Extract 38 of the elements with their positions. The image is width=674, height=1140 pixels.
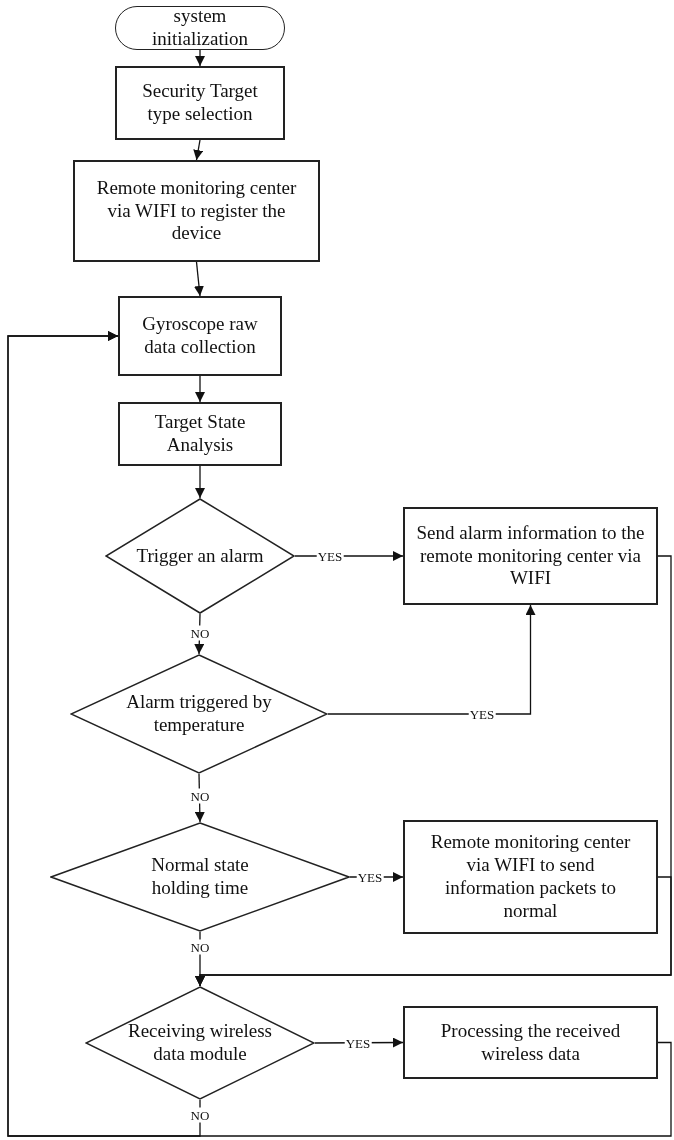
terminal-shape	[115, 6, 285, 50]
node-label: Normal state holding time	[150, 854, 250, 900]
edge-label: NO	[189, 1107, 211, 1123]
process-box	[118, 402, 282, 466]
arrow	[195, 465, 205, 499]
node-label: Send alarm information to the remote monitoring center via WIFI	[416, 521, 645, 591]
arrow	[195, 876, 672, 987]
node-label: Trigger an alarm	[135, 544, 265, 568]
node-label: Security Target type selection	[141, 80, 259, 126]
node-label: Target State Analysis	[153, 411, 247, 457]
node-label: Remote monitoring center via WIFI to send information packets to normal	[429, 831, 632, 923]
decision-diamond	[50, 822, 350, 932]
arrow	[7, 331, 672, 1137]
process-box	[118, 296, 282, 376]
node-label: Remote monitoring center via WIFI to register the device	[96, 176, 297, 246]
arrow	[194, 773, 205, 823]
arrow	[195, 49, 205, 67]
decision-diamond	[70, 654, 328, 774]
arrow	[195, 375, 205, 403]
edge-label: NO	[189, 939, 211, 955]
process-box	[115, 66, 285, 140]
edge-label: NO	[189, 788, 211, 804]
process-box	[73, 160, 320, 262]
node-label: Alarm triggered by temperature	[125, 691, 273, 737]
node-label: Processing the received wireless data	[439, 1019, 622, 1066]
arrow	[327, 604, 536, 715]
node-label: Gyroscope raw data collection	[141, 313, 259, 359]
process-box	[403, 507, 658, 605]
decision-diamond	[85, 986, 315, 1100]
decision-diamond	[105, 498, 295, 614]
process-box	[403, 1006, 658, 1079]
process-box	[403, 820, 658, 934]
edge-label: NO	[189, 625, 211, 641]
node-label: system initialization	[151, 5, 249, 51]
arrow	[193, 139, 204, 161]
arrow	[194, 613, 205, 655]
arrow	[194, 261, 204, 297]
node-label: Receiving wireless data module	[126, 1020, 273, 1066]
